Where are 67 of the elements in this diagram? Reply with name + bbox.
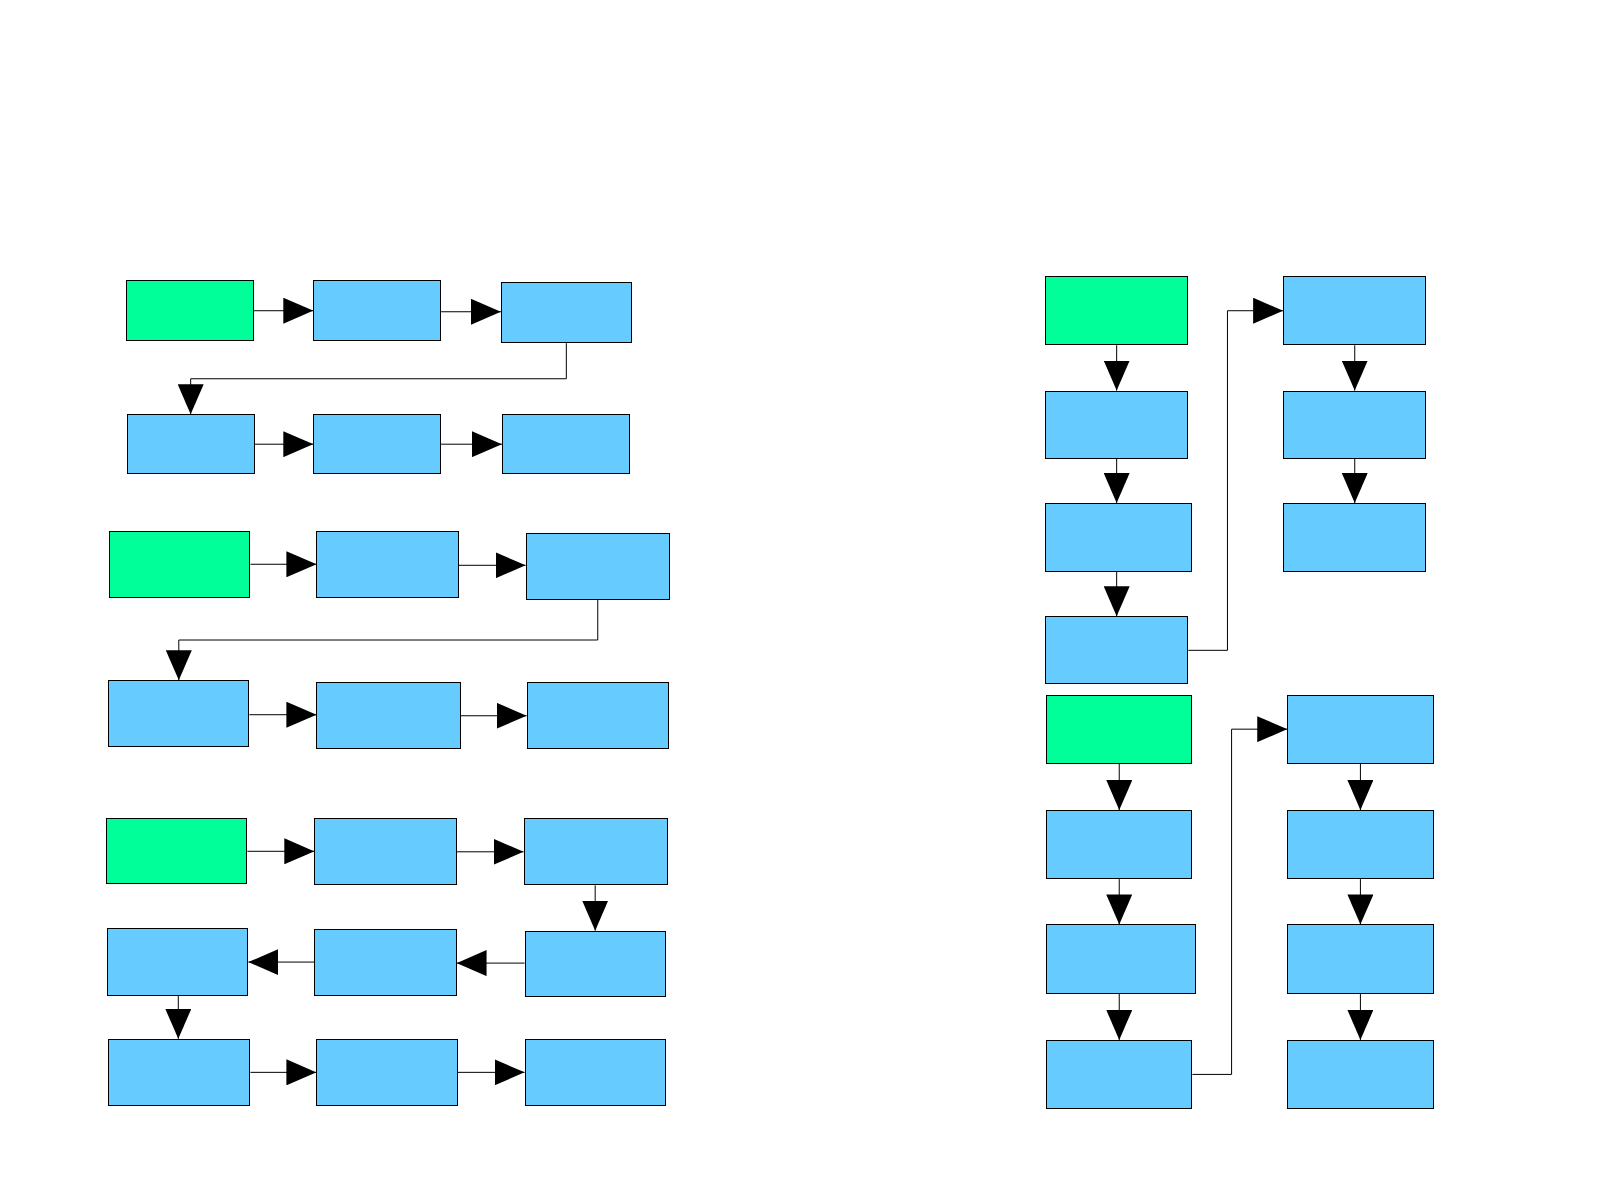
arrow — [253, 297, 314, 324]
arrow — [440, 431, 503, 458]
arrow — [177, 342, 567, 415]
arrow — [440, 298, 502, 325]
process-box — [501, 414, 630, 475]
process-box — [316, 682, 461, 750]
arrow — [247, 949, 315, 976]
arrow — [249, 1059, 317, 1086]
arrow — [460, 702, 528, 729]
process-box — [524, 1038, 666, 1106]
process-box — [126, 414, 255, 475]
arrow — [1191, 716, 1288, 1075]
arrow — [1103, 344, 1130, 392]
arrow — [458, 552, 527, 579]
arrow — [582, 884, 609, 932]
process-box — [314, 928, 457, 996]
arrow — [1106, 878, 1133, 925]
arrow — [1347, 878, 1374, 925]
arrow — [165, 995, 192, 1040]
process-box — [1287, 810, 1434, 880]
process-box — [525, 532, 670, 600]
process-box — [1287, 694, 1434, 764]
process-box — [500, 282, 632, 344]
process-box — [108, 1038, 251, 1106]
process-box — [1045, 390, 1189, 459]
process-box — [107, 927, 249, 996]
process-box — [1046, 1039, 1193, 1109]
arrow — [246, 838, 315, 865]
process-box — [1046, 694, 1193, 764]
process-box — [1283, 276, 1427, 346]
process-box — [1283, 502, 1427, 572]
arrow — [1103, 571, 1130, 617]
process-box — [313, 280, 442, 342]
arrow — [457, 1059, 526, 1086]
arrow — [1106, 993, 1133, 1041]
arrow — [456, 838, 525, 865]
process-box — [526, 682, 669, 750]
arrow — [254, 431, 314, 458]
process-box — [1046, 924, 1196, 994]
arrow — [1341, 458, 1368, 504]
arrow — [456, 950, 526, 977]
process-box — [1045, 276, 1189, 346]
process-box — [125, 280, 254, 342]
arrow — [1187, 297, 1284, 651]
process-box — [1045, 502, 1193, 572]
process-box — [1283, 390, 1427, 459]
process-box — [1045, 616, 1189, 685]
process-box — [1046, 810, 1193, 880]
process-box — [314, 818, 457, 886]
arrow — [1106, 763, 1133, 811]
process-box — [316, 1038, 458, 1106]
arrow — [165, 599, 599, 681]
process-box — [523, 818, 668, 886]
arrow — [1341, 344, 1368, 392]
arrow — [249, 551, 317, 578]
process-box — [1287, 924, 1434, 994]
process-box — [313, 414, 442, 475]
arrow — [1103, 458, 1130, 504]
arrow — [1347, 993, 1374, 1041]
process-box — [106, 818, 248, 885]
process-box — [316, 530, 459, 598]
process-box — [1287, 1039, 1434, 1109]
arrow — [248, 701, 317, 728]
process-box — [524, 930, 666, 997]
arrow — [1347, 763, 1374, 811]
process-box — [108, 680, 250, 748]
process-box — [109, 530, 251, 598]
